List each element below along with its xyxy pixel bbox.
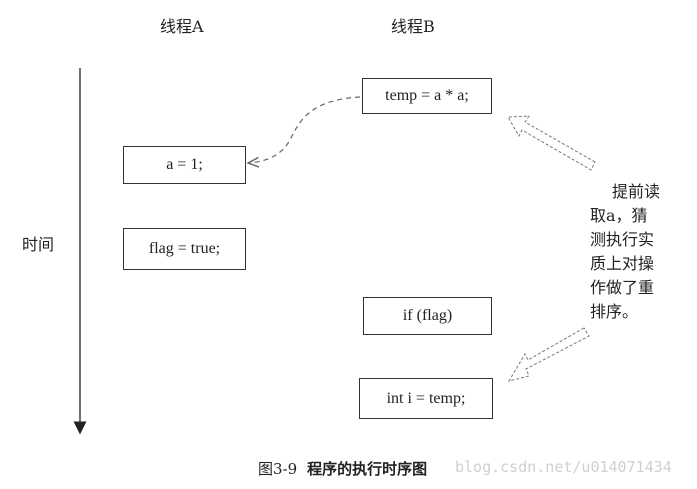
- thread-a-title: 线程A: [160, 17, 204, 36]
- thread-a-op-write-a: a = 1;: [123, 146, 246, 184]
- thread-b-op-read-temp: temp = a * a;: [362, 78, 492, 114]
- watermark: blog.csdn.net/u014071434: [455, 458, 672, 476]
- note-to-temp-arrow: [507, 115, 596, 171]
- note-line: 提前读: [612, 182, 661, 201]
- note-line: 取a，猜: [590, 206, 648, 225]
- speculative-read-arrow: [248, 96, 361, 163]
- figure-number: 图3-9: [258, 460, 298, 478]
- note-to-int-arrow: [507, 327, 590, 382]
- note-line: 质上对操: [590, 254, 655, 273]
- reorder-note: 提前读 取a，猜 测执行实 质上对操 作做了重 排序。: [590, 180, 670, 324]
- note-line: 排序。: [590, 302, 639, 321]
- figure-caption: 图3-9 程序的执行时序图: [258, 458, 427, 479]
- figure-title: 程序的执行时序图: [307, 460, 428, 478]
- thread-b-op-if-flag: if (flag): [363, 297, 492, 335]
- note-line: 作做了重: [590, 278, 655, 297]
- thread-b-title: 线程B: [391, 17, 435, 36]
- thread-b-op-assign-i: int i = temp;: [359, 378, 493, 419]
- time-axis-label: 时间: [22, 235, 55, 254]
- thread-a-op-write-flag: flag = true;: [123, 228, 246, 270]
- note-line: 测执行实: [590, 230, 655, 249]
